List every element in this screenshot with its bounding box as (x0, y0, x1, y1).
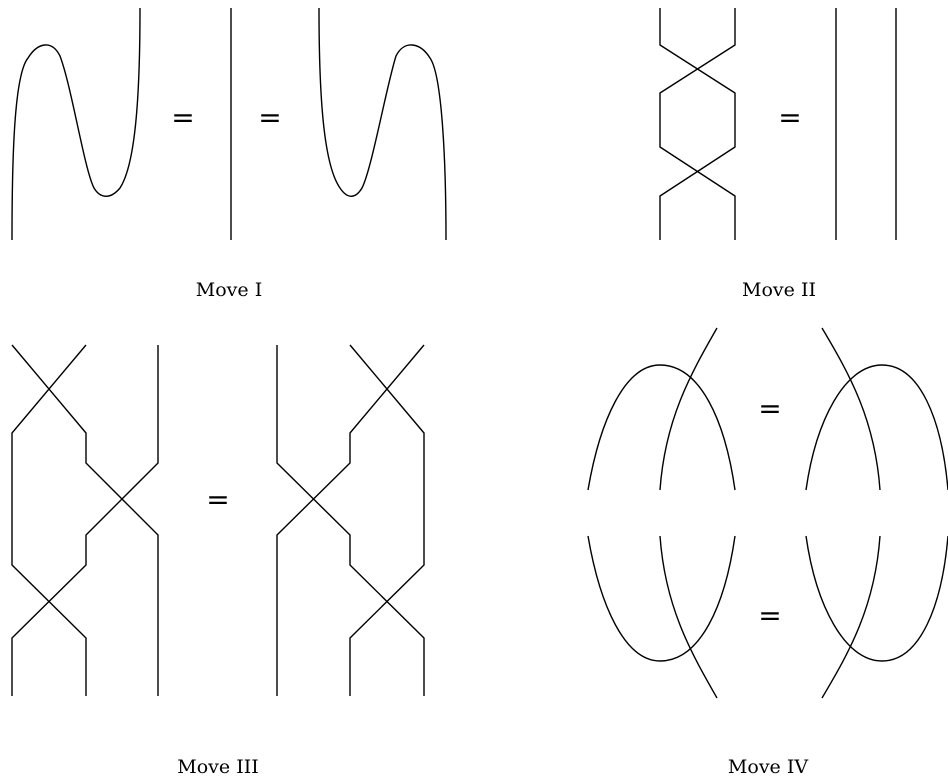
move-4-line (821, 535, 881, 699)
move-3-left-strand-c (11, 345, 159, 696)
move-1-right-strand (318, 7, 447, 241)
move-3-right-strand-b (349, 344, 425, 696)
move-4-equals-sign-top: = (758, 392, 782, 425)
move-4-arc (587, 364, 736, 491)
move-4-top-left-diagram (587, 327, 736, 491)
move-4-arc (805, 535, 948, 662)
move-3-right-strand-a (276, 345, 425, 696)
move-1-diagram (11, 7, 447, 241)
move-4-bottom-left-diagram (587, 535, 736, 699)
move-1-left-strand (11, 7, 141, 241)
move-4-bottom-right-diagram (805, 535, 948, 699)
move-2-strand-a (659, 8, 736, 240)
move-4-line (821, 327, 881, 491)
move-4-arc (587, 535, 736, 662)
move-3-right-strand-c (276, 344, 425, 696)
move-1-equals-sign-1: = (171, 101, 195, 134)
move-2-caption: Move II (742, 279, 816, 301)
move-4-line (659, 327, 718, 491)
move-3-caption: Move III (177, 756, 259, 778)
move-3-left-diagram (11, 344, 159, 696)
move-4-top-right-diagram (805, 327, 948, 491)
move-2-diagram (659, 8, 897, 240)
move-4-arc (805, 364, 948, 491)
move-4-line (659, 535, 718, 699)
move-3-right-diagram (276, 344, 425, 696)
move-2-strand-b (659, 8, 736, 240)
move-3-left-strand-a (11, 344, 159, 696)
move-3-left-strand-b (11, 344, 87, 696)
move-1-caption: Move I (195, 279, 263, 301)
move-2-equals-sign: = (778, 101, 802, 134)
move-3-equals-sign: = (206, 483, 230, 516)
move-1-equals-sign-2: = (258, 101, 282, 134)
move-4-equals-sign-bottom: = (758, 599, 782, 632)
move-4-caption: Move IV (727, 756, 809, 778)
